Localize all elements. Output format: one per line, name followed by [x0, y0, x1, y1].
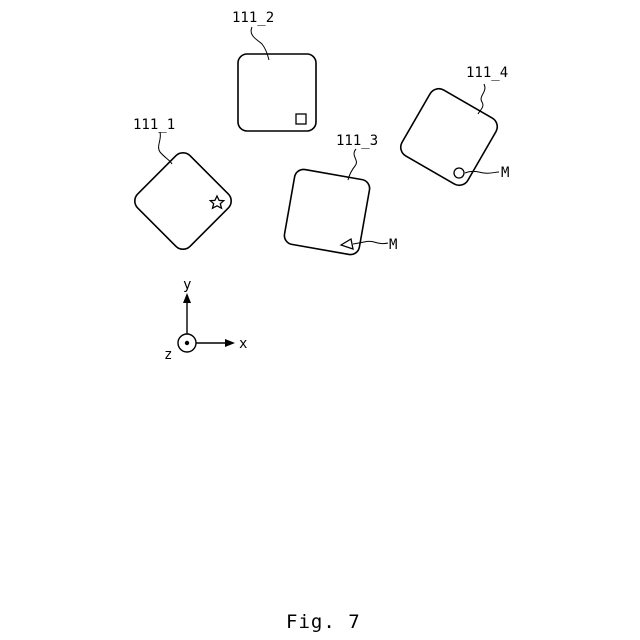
leader-line-111-4-label: [478, 84, 485, 114]
coordinate-axes: y x z: [164, 277, 247, 363]
leader-line-111-3-label: [348, 149, 356, 180]
tile-111-2-body: [238, 54, 316, 131]
z-axis-label: z: [164, 347, 172, 363]
leader-line-111-1: [159, 132, 172, 164]
marker-label-111-3: M: [389, 237, 397, 253]
tile-111-1: 111_1: [131, 117, 236, 253]
tile-111-4: M 111_4: [397, 65, 509, 189]
z-axis-dot: [185, 341, 189, 345]
marker-label-111-4: M: [501, 165, 509, 181]
tile-111-2: 111_2: [232, 10, 316, 131]
x-axis-arrowhead: [225, 339, 235, 347]
y-axis-arrowhead: [183, 293, 191, 303]
label-111-4: 111_4: [466, 65, 508, 81]
figure-caption: Fig. 7: [286, 611, 361, 633]
label-111-1: 111_1: [133, 117, 175, 133]
label-111-3: 111_3: [336, 133, 378, 149]
tile-111-3: M 111_3: [283, 133, 397, 256]
label-111-2: 111_2: [232, 10, 274, 26]
y-axis-label: y: [183, 277, 191, 293]
x-axis-label: x: [239, 336, 247, 352]
